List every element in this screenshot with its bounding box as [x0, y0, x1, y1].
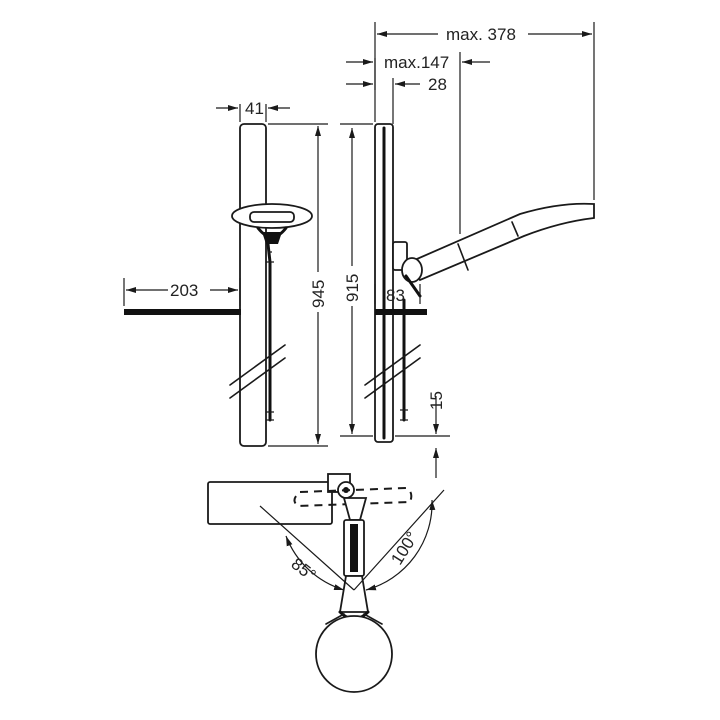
front-rail [239, 123, 267, 447]
dim-rail-width: 41 [245, 99, 264, 118]
front-hose [266, 242, 272, 422]
dim-max-arm: max.147 [384, 53, 449, 72]
dim-holder-height: 915 [343, 274, 362, 302]
front-break-lines [229, 344, 286, 399]
front-view [123, 104, 328, 447]
top-shower-head [315, 615, 393, 693]
dim-wall-offset: 28 [428, 75, 447, 94]
top-view [207, 473, 445, 693]
front-shelf [124, 309, 241, 315]
side-break-lines [364, 344, 421, 399]
top-swivel-dashed [293, 486, 413, 508]
dim-bottom-gap: 15 [427, 391, 446, 410]
side-shelf [375, 309, 427, 315]
side-view [340, 22, 595, 443]
dim-rail-height: 945 [309, 280, 328, 308]
dim-shelf-depth: 203 [170, 281, 198, 300]
dim-angle-right: 100° [387, 528, 422, 568]
side-hand-shower [408, 202, 595, 282]
dim-holder-width: 83 [386, 286, 405, 305]
top-shelf [207, 481, 333, 525]
dim-max-width: max. 378 [446, 25, 516, 44]
dim-angle-left: 85° [288, 554, 320, 585]
